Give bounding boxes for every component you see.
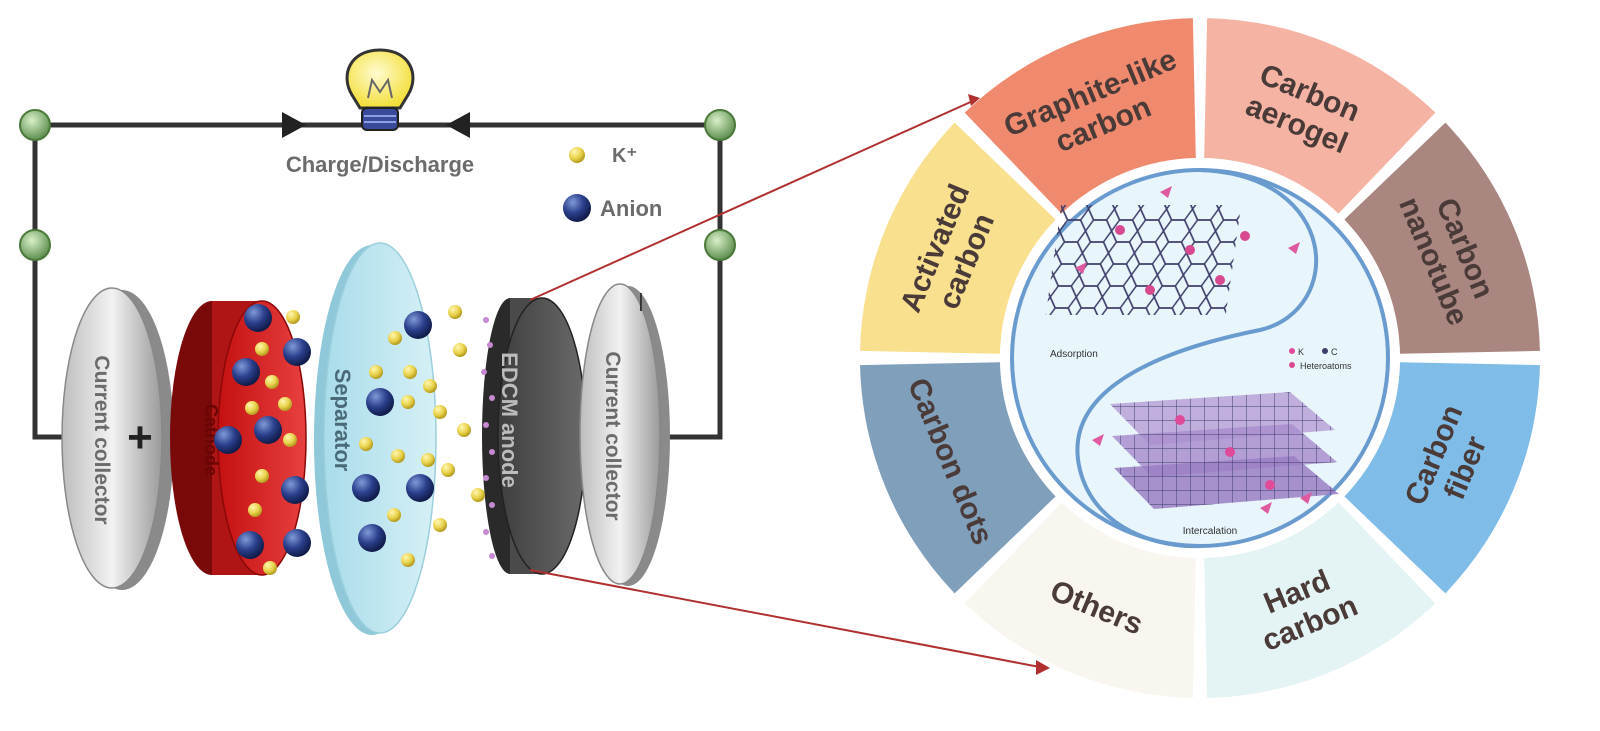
wheel-segment bbox=[964, 18, 1196, 214]
cation bbox=[387, 508, 401, 522]
cation bbox=[401, 553, 415, 567]
cation bbox=[265, 375, 279, 389]
plus-sign: + bbox=[127, 413, 153, 462]
wheel-segment bbox=[1344, 122, 1540, 354]
current-arrow-left bbox=[446, 112, 470, 138]
terminal-node-icon bbox=[704, 109, 736, 141]
wheel-segment bbox=[964, 502, 1196, 698]
anion-legend-label: Anion bbox=[600, 196, 662, 221]
hexagonal-carbon-lattice-icon bbox=[1045, 186, 1300, 315]
cation bbox=[448, 305, 462, 319]
svg-text:K: K bbox=[1298, 347, 1304, 357]
current-arrow-right bbox=[282, 112, 306, 138]
potassium-ions bbox=[245, 305, 485, 575]
terminal-node-icon bbox=[19, 109, 51, 141]
layered-graphene-sheets-icon bbox=[1092, 392, 1339, 514]
cation bbox=[286, 310, 300, 324]
terminal-node-icon bbox=[704, 229, 736, 261]
cation bbox=[441, 463, 455, 477]
mechanism-legend: K C Heteroatoms bbox=[1289, 347, 1352, 371]
cation bbox=[263, 561, 277, 575]
anion bbox=[254, 416, 282, 444]
cation bbox=[369, 365, 383, 379]
cell-stack: Current collector + Cathode Separator ED… bbox=[61, 242, 670, 635]
wheel-segment bbox=[1344, 362, 1540, 594]
right-collector-label: Current collector bbox=[601, 351, 624, 520]
anion bbox=[283, 338, 311, 366]
cation-legend-label: K⁺ bbox=[612, 145, 637, 167]
anion bbox=[404, 311, 432, 339]
cation bbox=[255, 469, 269, 483]
anion bbox=[214, 426, 242, 454]
cathode-label: Cathode bbox=[201, 404, 221, 476]
wheel-segment bbox=[1204, 18, 1436, 214]
left-collector-label: Current collector bbox=[90, 355, 113, 524]
cation-legend-icon bbox=[569, 147, 585, 163]
anion bbox=[406, 474, 434, 502]
anode-label: EDCM anode bbox=[497, 352, 522, 488]
anions bbox=[214, 304, 434, 559]
right-current-collector: Current collector — bbox=[579, 283, 670, 586]
zoom-lines bbox=[529, 94, 1050, 675]
cation bbox=[245, 401, 259, 415]
cation bbox=[283, 433, 297, 447]
svg-text:Heteroatoms: Heteroatoms bbox=[1300, 361, 1352, 371]
separator-label: Separator bbox=[330, 369, 355, 472]
cation bbox=[433, 405, 447, 419]
wheel-segment bbox=[860, 362, 1056, 594]
wheel-segment bbox=[860, 122, 1056, 354]
wheel-segment bbox=[1204, 502, 1436, 698]
wheel-segments: CarbonaerogelCarbonnanotubeCarbonfiberHa… bbox=[860, 18, 1540, 698]
cation bbox=[453, 343, 467, 357]
anion-legend-icon bbox=[563, 194, 591, 222]
cation bbox=[359, 437, 373, 451]
cation bbox=[401, 395, 415, 409]
intercalation-label: Intercalation bbox=[1183, 526, 1237, 537]
anion bbox=[281, 476, 309, 504]
anion bbox=[283, 529, 311, 557]
cation bbox=[248, 503, 262, 517]
anion bbox=[358, 524, 386, 552]
anode-disc: EDCM anode bbox=[482, 297, 587, 575]
svg-text:C: C bbox=[1331, 347, 1338, 357]
cation bbox=[278, 397, 292, 411]
terminal-node-icon bbox=[19, 229, 51, 261]
cation bbox=[421, 453, 435, 467]
charge-discharge-label: Charge/Discharge bbox=[286, 152, 474, 177]
cation bbox=[255, 342, 269, 356]
left-current-collector: Current collector + bbox=[61, 287, 174, 590]
wheel-s-curve bbox=[1075, 168, 1318, 549]
external-circuit: Charge/Discharge bbox=[19, 48, 736, 440]
anion bbox=[232, 358, 260, 386]
light-bulb-icon bbox=[345, 48, 415, 131]
cation bbox=[423, 379, 437, 393]
anion bbox=[366, 388, 394, 416]
cation bbox=[457, 423, 471, 437]
separator-disc: Separator bbox=[314, 242, 437, 635]
minus-sign: — bbox=[632, 293, 652, 311]
anode-interface-dots bbox=[481, 317, 495, 559]
anion bbox=[352, 474, 380, 502]
cation bbox=[471, 488, 485, 502]
anion bbox=[236, 531, 264, 559]
cation bbox=[388, 331, 402, 345]
cation bbox=[403, 365, 417, 379]
carbon-materials-wheel: CarbonaerogelCarbonnanotubeCarbonfiberHa… bbox=[860, 18, 1540, 698]
cation bbox=[391, 449, 405, 463]
cation bbox=[433, 518, 447, 532]
adsorption-label: Adsorption bbox=[1050, 349, 1098, 360]
ion-legend: K⁺ Anion bbox=[563, 145, 662, 222]
anion bbox=[244, 304, 272, 332]
